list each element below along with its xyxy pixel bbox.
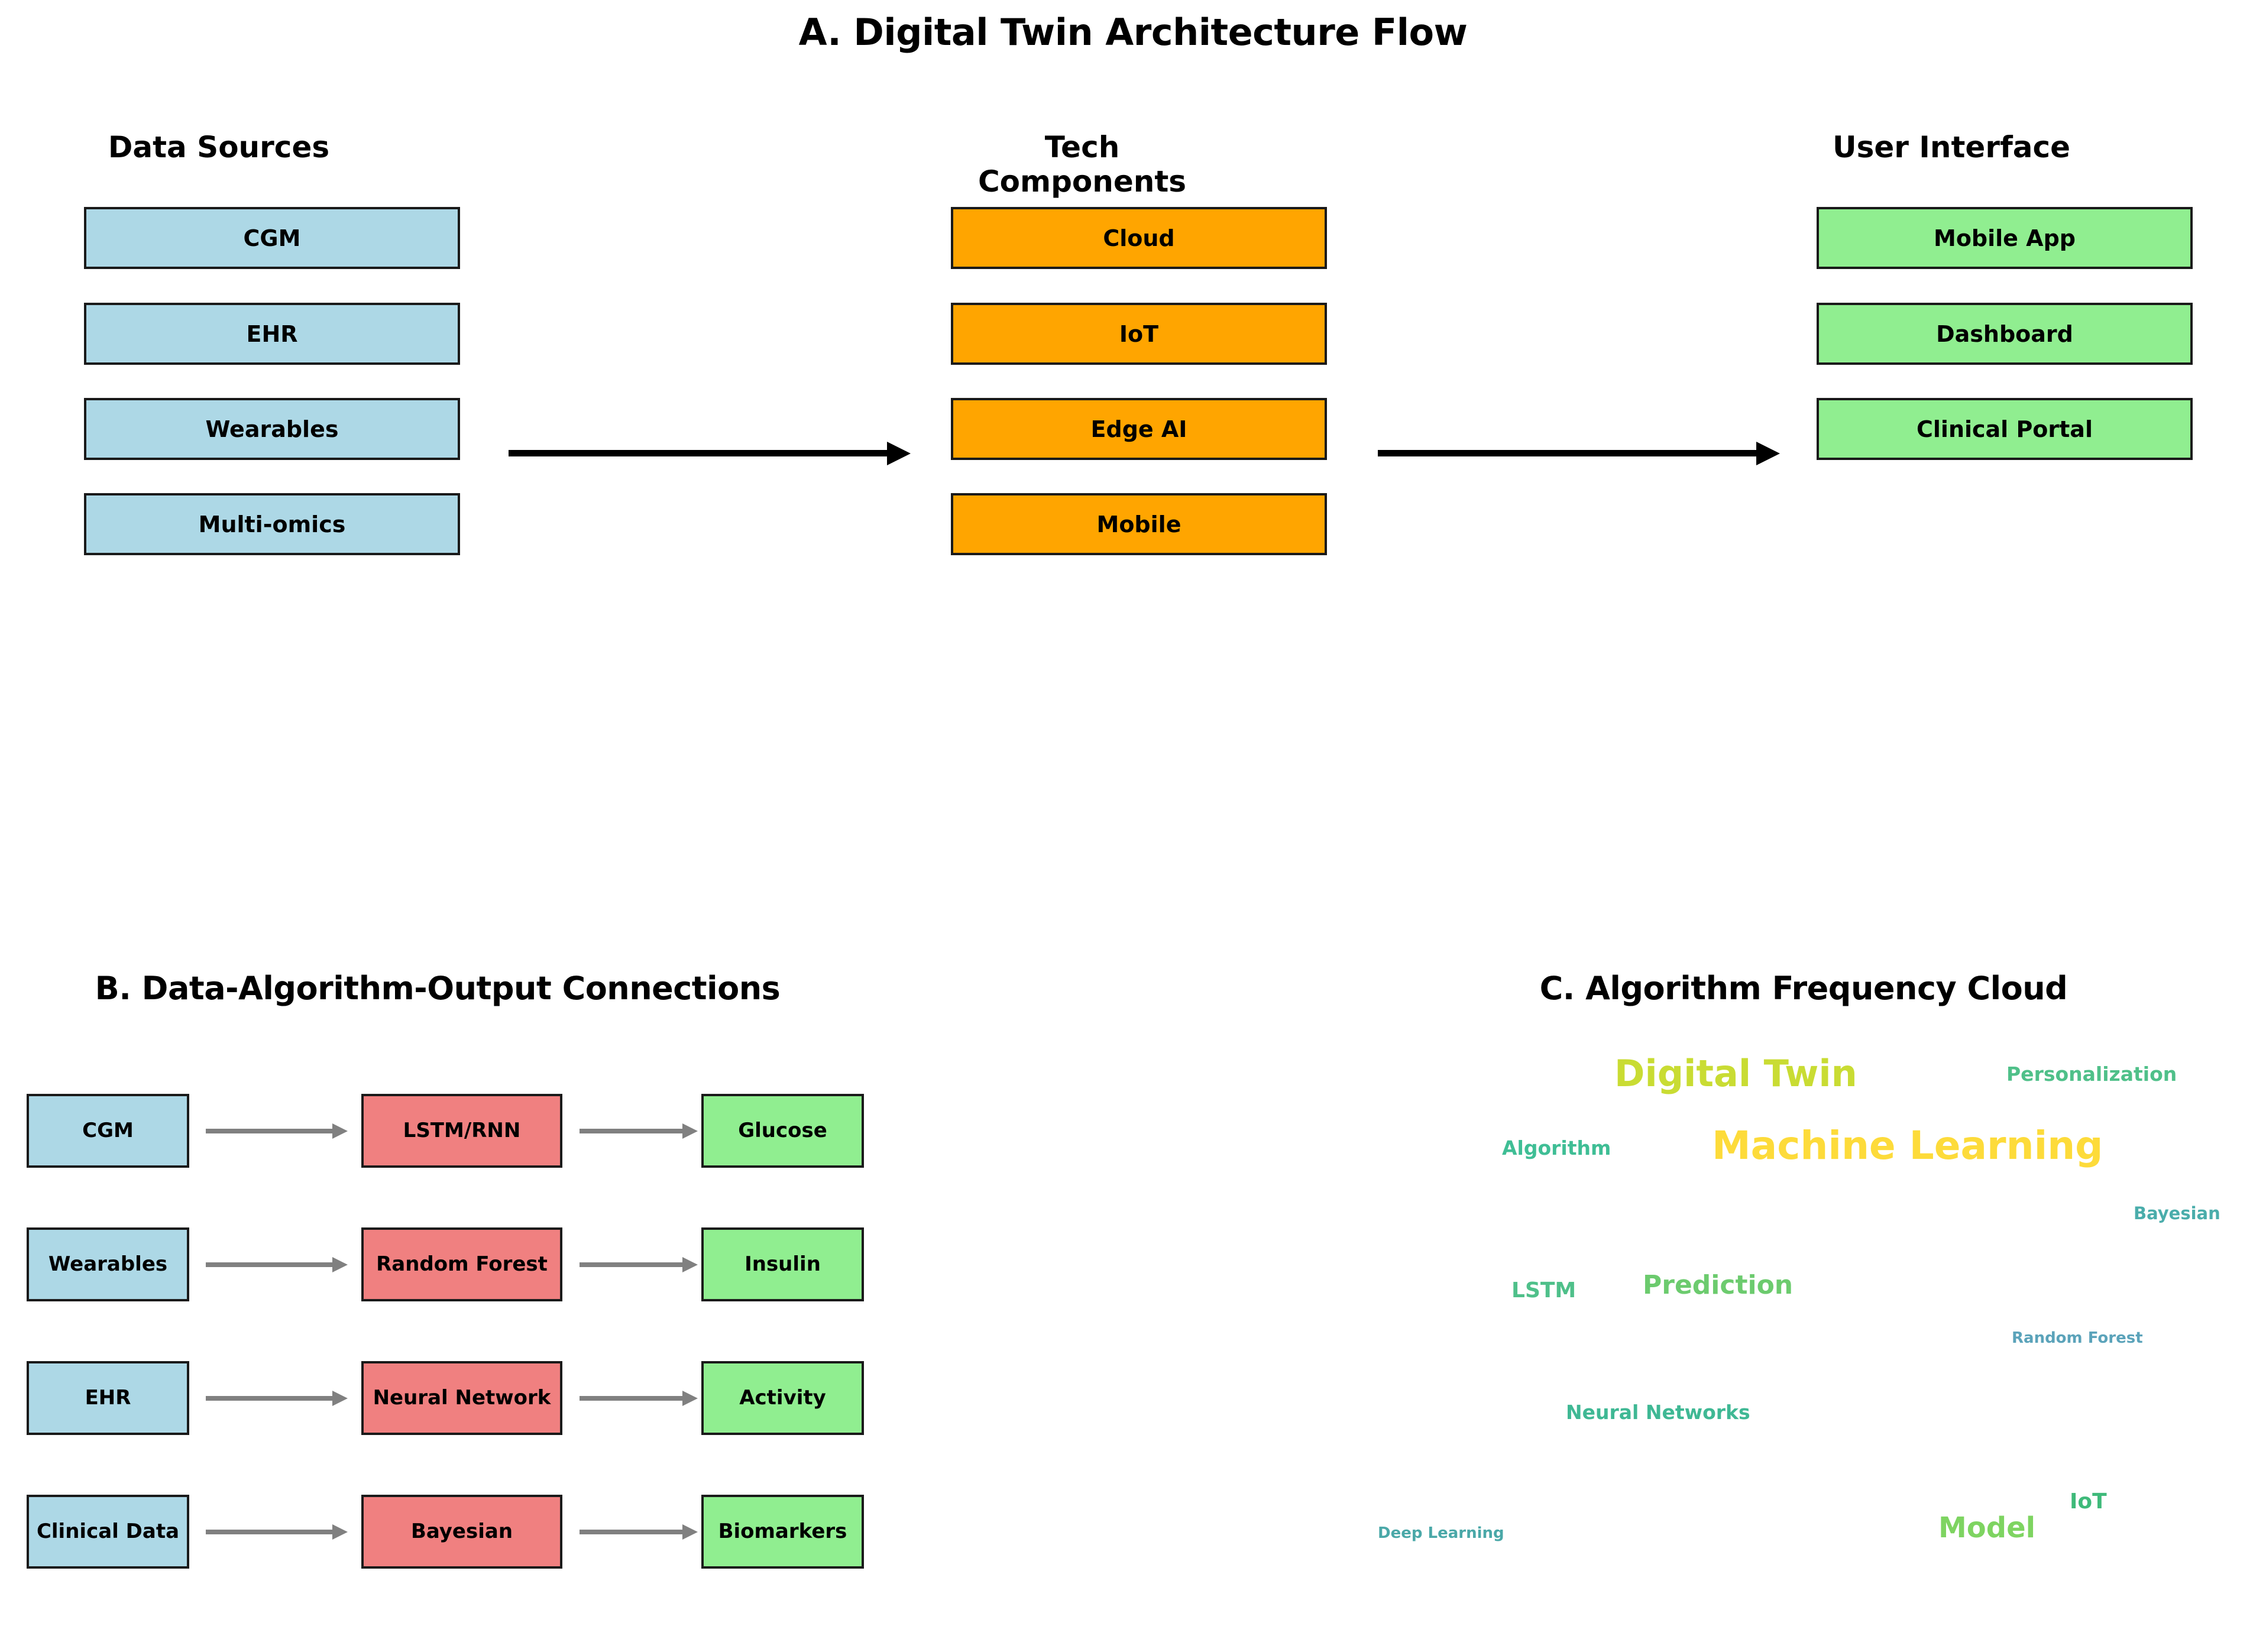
conn-box-output-glucose[interactable]: Glucose xyxy=(701,1094,864,1168)
conn-box-output-insulin[interactable]: Insulin xyxy=(701,1227,864,1301)
flow-box-multi-omics[interactable]: Multi-omics xyxy=(84,493,460,555)
arrow-head-icon xyxy=(682,1524,698,1540)
column-heading-tech-components: Tech Components xyxy=(977,130,1187,199)
conn-box-data-cgm[interactable]: CGM xyxy=(27,1094,189,1168)
arrow-head-icon xyxy=(332,1257,348,1272)
arrow-head-icon xyxy=(332,1391,348,1406)
arrow-data-to-algorithm-4 xyxy=(206,1524,348,1540)
arrow-shaft xyxy=(206,1129,332,1133)
cloud-word-model: Model xyxy=(1938,1511,2036,1544)
arrow-shaft xyxy=(206,1262,332,1267)
arrow-shaft xyxy=(580,1262,682,1267)
conn-box-algorithm-random-forest[interactable]: Random Forest xyxy=(361,1227,562,1301)
arrow-head-icon xyxy=(682,1391,698,1406)
flow-box-edge-ai[interactable]: Edge AI xyxy=(951,398,1327,460)
conn-box-data-wearables[interactable]: Wearables xyxy=(27,1227,189,1301)
cloud-word-deep-learning: Deep Learning xyxy=(1378,1524,1504,1542)
panel-c-title: C. Algorithm Frequency Cloud xyxy=(1539,970,2068,1007)
arrow-head-icon xyxy=(682,1123,698,1139)
arrow-shaft xyxy=(580,1396,682,1401)
arrow-head-icon xyxy=(682,1257,698,1272)
arrow-algorithm-to-output-1 xyxy=(580,1123,698,1139)
arrow-shaft xyxy=(509,450,887,456)
flow-box-ehr[interactable]: EHR xyxy=(84,303,460,365)
flow-box-dashboard[interactable]: Dashboard xyxy=(1817,303,2193,365)
flow-box-cgm[interactable]: CGM xyxy=(84,207,460,269)
cloud-word-random-forest: Random Forest xyxy=(2012,1329,2143,1347)
cloud-word-algorithm: Algorithm xyxy=(1502,1136,1611,1159)
arrow-shaft xyxy=(206,1530,332,1534)
arrow-data-to-algorithm-1 xyxy=(206,1123,348,1139)
panel-a-architecture-flow: A. Digital Twin Architecture Flow Data S… xyxy=(84,11,2193,555)
column-heading-data-sources: Data Sources xyxy=(108,130,330,164)
conn-box-algorithm-neural-network[interactable]: Neural Network xyxy=(361,1361,562,1435)
arrow-algorithm-to-output-4 xyxy=(580,1524,698,1540)
arrow-data-to-algorithm-3 xyxy=(206,1391,348,1406)
flow-box-wearables[interactable]: Wearables xyxy=(84,398,460,460)
cloud-word-iot: IoT xyxy=(2070,1489,2107,1514)
arrow-tech-to-ui xyxy=(1378,442,1780,465)
arrow-head-icon xyxy=(332,1123,348,1139)
panel-c-word-cloud: C. Algorithm Frequency Cloud Digital Twi… xyxy=(1360,922,2266,1652)
arrow-head-icon xyxy=(887,442,911,465)
flow-box-clinical-portal[interactable]: Clinical Portal xyxy=(1817,398,2193,460)
panel-b-connections: B. Data-Algorithm-Output Connections CGM… xyxy=(0,922,899,1652)
arrow-shaft xyxy=(1378,450,1756,456)
conn-box-data-ehr[interactable]: EHR xyxy=(27,1361,189,1435)
arrow-shaft xyxy=(580,1129,682,1133)
arrow-shaft xyxy=(206,1396,332,1401)
conn-box-output-activity[interactable]: Activity xyxy=(701,1361,864,1435)
conn-box-output-biomarkers[interactable]: Biomarkers xyxy=(701,1495,864,1569)
flow-box-mobile[interactable]: Mobile xyxy=(951,493,1327,555)
flow-box-mobile-app[interactable]: Mobile App xyxy=(1817,207,2193,269)
panel-a-title: A. Digital Twin Architecture Flow xyxy=(798,11,1468,54)
cloud-word-personalization: Personalization xyxy=(2006,1063,2177,1086)
cloud-word-digital-twin: Digital Twin xyxy=(1614,1052,1857,1095)
column-heading-user-interface: User Interface xyxy=(1832,130,2071,164)
cloud-word-machine-learning: Machine Learning xyxy=(1712,1123,2103,1168)
cloud-word-bayesian: Bayesian xyxy=(2134,1203,2220,1223)
arrow-head-icon xyxy=(332,1524,348,1540)
arrow-sources-to-tech xyxy=(509,442,911,465)
arrow-algorithm-to-output-3 xyxy=(580,1391,698,1406)
cloud-word-lstm: LSTM xyxy=(1511,1278,1577,1303)
panel-b-title: B. Data-Algorithm-Output Connections xyxy=(95,970,781,1007)
arrow-shaft xyxy=(580,1530,682,1534)
conn-box-algorithm-bayesian[interactable]: Bayesian xyxy=(361,1495,562,1569)
conn-box-algorithm-lstm-rnn[interactable]: LSTM/RNN xyxy=(361,1094,562,1168)
conn-box-data-clinical-data[interactable]: Clinical Data xyxy=(27,1495,189,1569)
cloud-word-prediction: Prediction xyxy=(1643,1270,1794,1300)
arrow-algorithm-to-output-2 xyxy=(580,1257,698,1272)
cloud-word-neural-networks: Neural Networks xyxy=(1566,1401,1750,1424)
arrow-head-icon xyxy=(1756,442,1780,465)
flow-box-cloud[interactable]: Cloud xyxy=(951,207,1327,269)
arrow-data-to-algorithm-2 xyxy=(206,1257,348,1272)
flow-box-iot[interactable]: IoT xyxy=(951,303,1327,365)
